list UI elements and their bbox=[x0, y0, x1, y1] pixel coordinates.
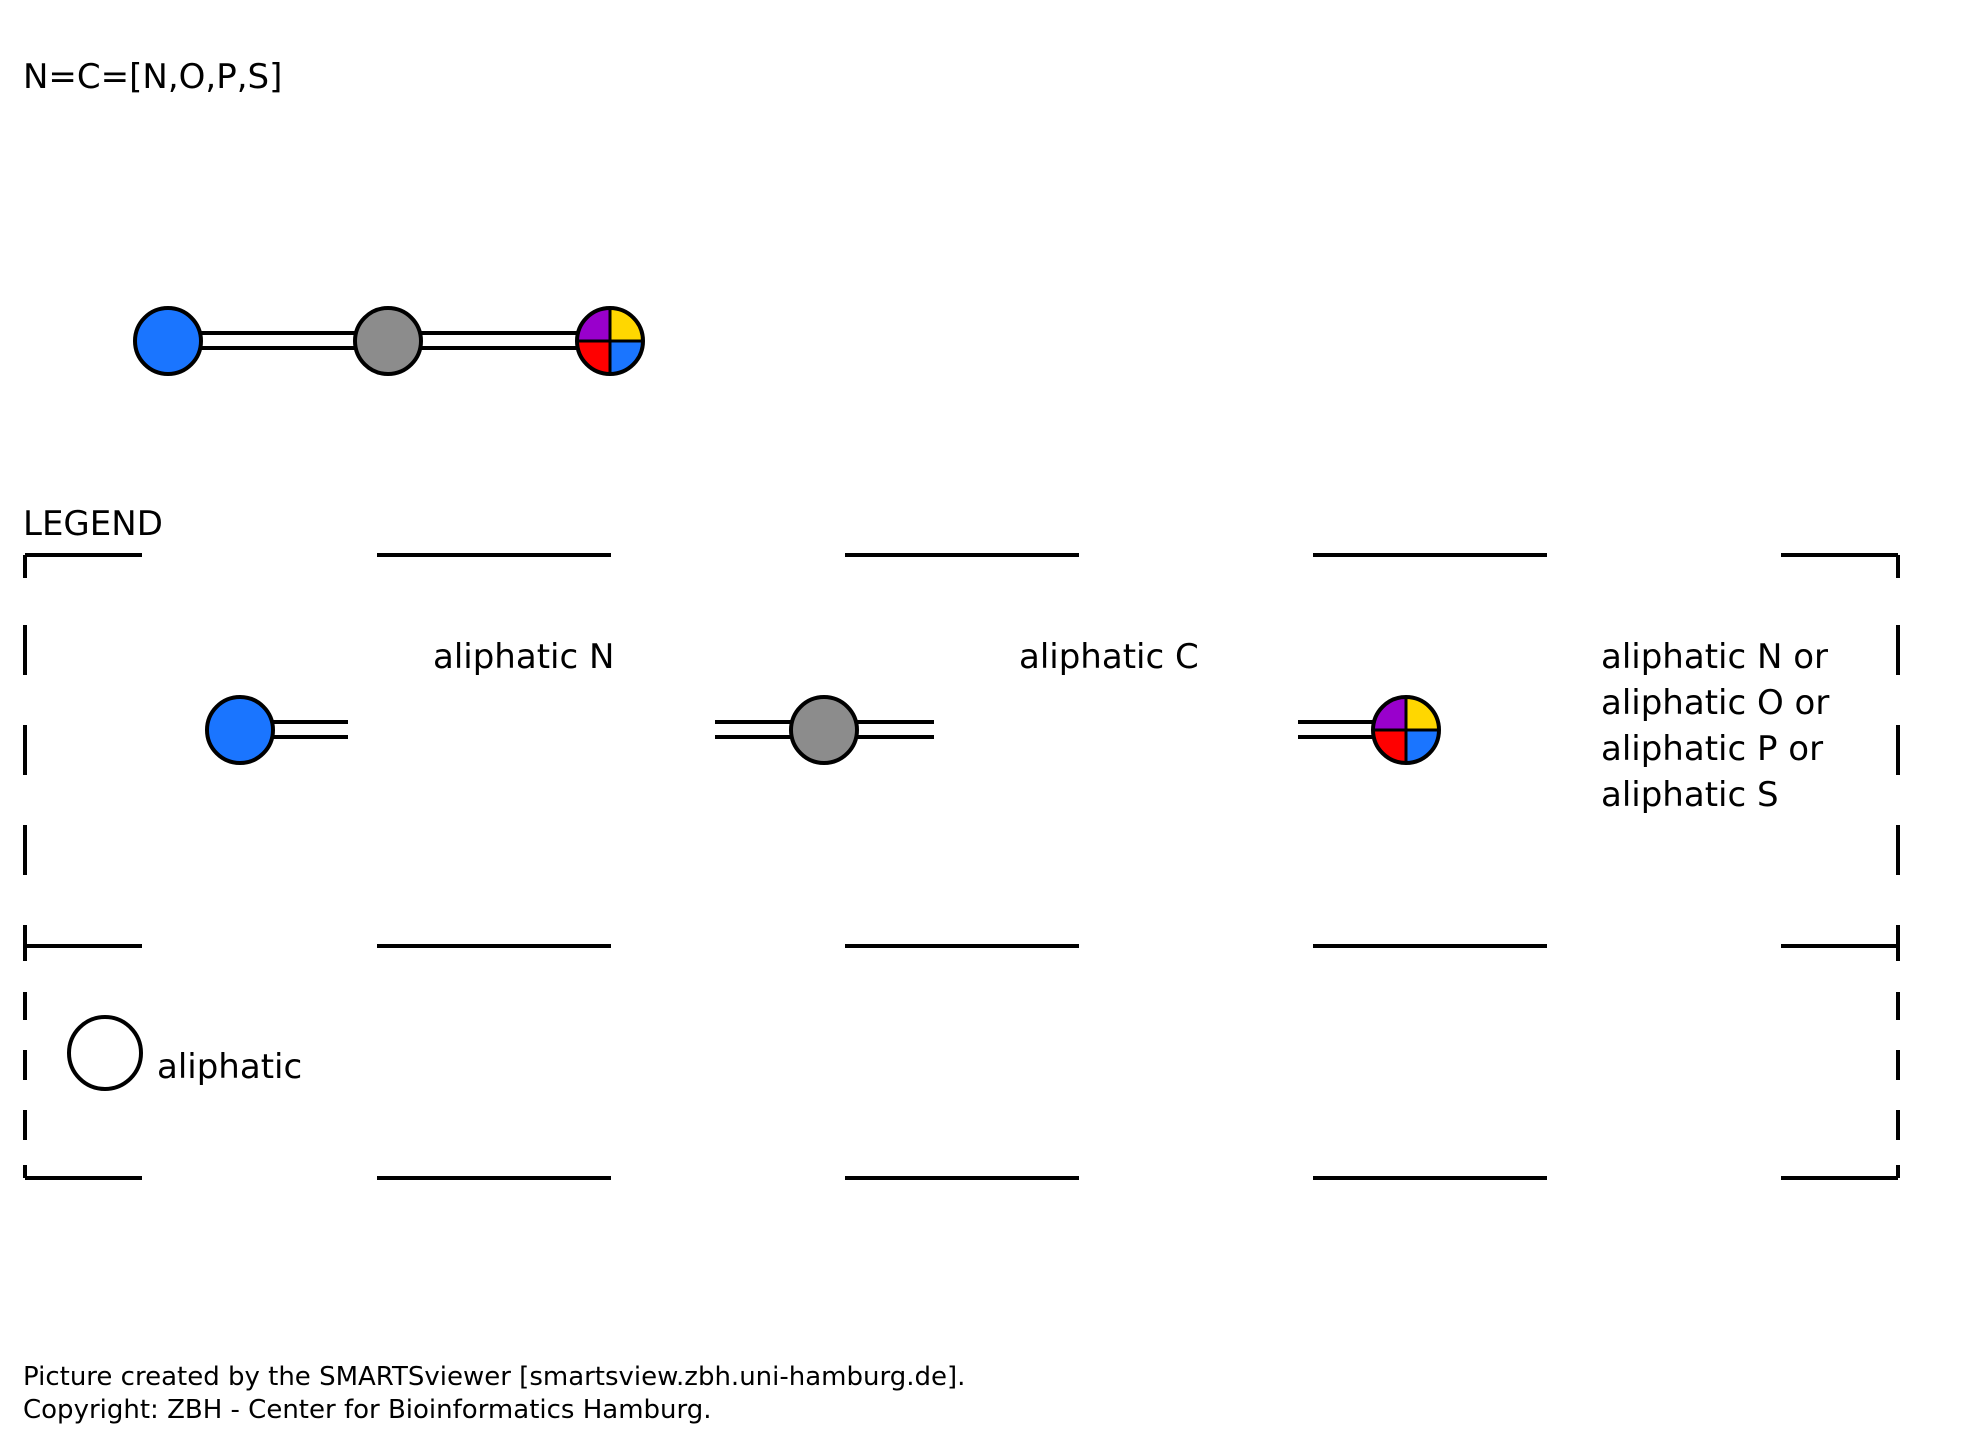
legend-entry-nitrogen: aliphatic N bbox=[205, 637, 614, 765]
legend-frame bbox=[23, 553, 1900, 1180]
legend-label-carbon: aliphatic C bbox=[1019, 637, 1199, 677]
legend-atom-nops-multi bbox=[1371, 695, 1441, 765]
footer-line-2: Copyright: ZBH - Center for Bioinformati… bbox=[23, 1395, 712, 1425]
legend-label-nops-line3: aliphatic P or bbox=[1601, 729, 1823, 769]
legend-label-nops-line2: aliphatic O or bbox=[1601, 683, 1829, 723]
footer-line-1: Picture created by the SMARTSviewer [sma… bbox=[23, 1362, 965, 1392]
legend-title: LEGEND bbox=[23, 504, 163, 544]
atom-carbon bbox=[353, 306, 423, 376]
legend-label-nitrogen: aliphatic N bbox=[433, 637, 614, 677]
molecule bbox=[133, 306, 645, 376]
bond-c-x bbox=[388, 331, 610, 350]
atom-nops-multi bbox=[575, 306, 645, 376]
legend-entry-carbon: aliphatic C bbox=[715, 637, 1199, 765]
smarts-pattern: N=C=[N,O,P,S] bbox=[23, 57, 282, 97]
legend-atom-carbon bbox=[789, 695, 859, 765]
legend-key-label: aliphatic bbox=[157, 1047, 302, 1087]
legend-key-aliphatic: aliphatic bbox=[67, 1015, 302, 1091]
legend-entry-nops: aliphatic N or aliphatic O or aliphatic … bbox=[1298, 637, 1829, 815]
legend-key-circle bbox=[67, 1015, 143, 1091]
legend-label-nops-line1: aliphatic N or bbox=[1601, 637, 1828, 677]
legend-atom-nitrogen bbox=[205, 695, 275, 765]
legend-label-nops-line4: aliphatic S bbox=[1601, 775, 1779, 815]
atom-nitrogen bbox=[133, 306, 203, 376]
bond-n-c bbox=[168, 331, 388, 350]
